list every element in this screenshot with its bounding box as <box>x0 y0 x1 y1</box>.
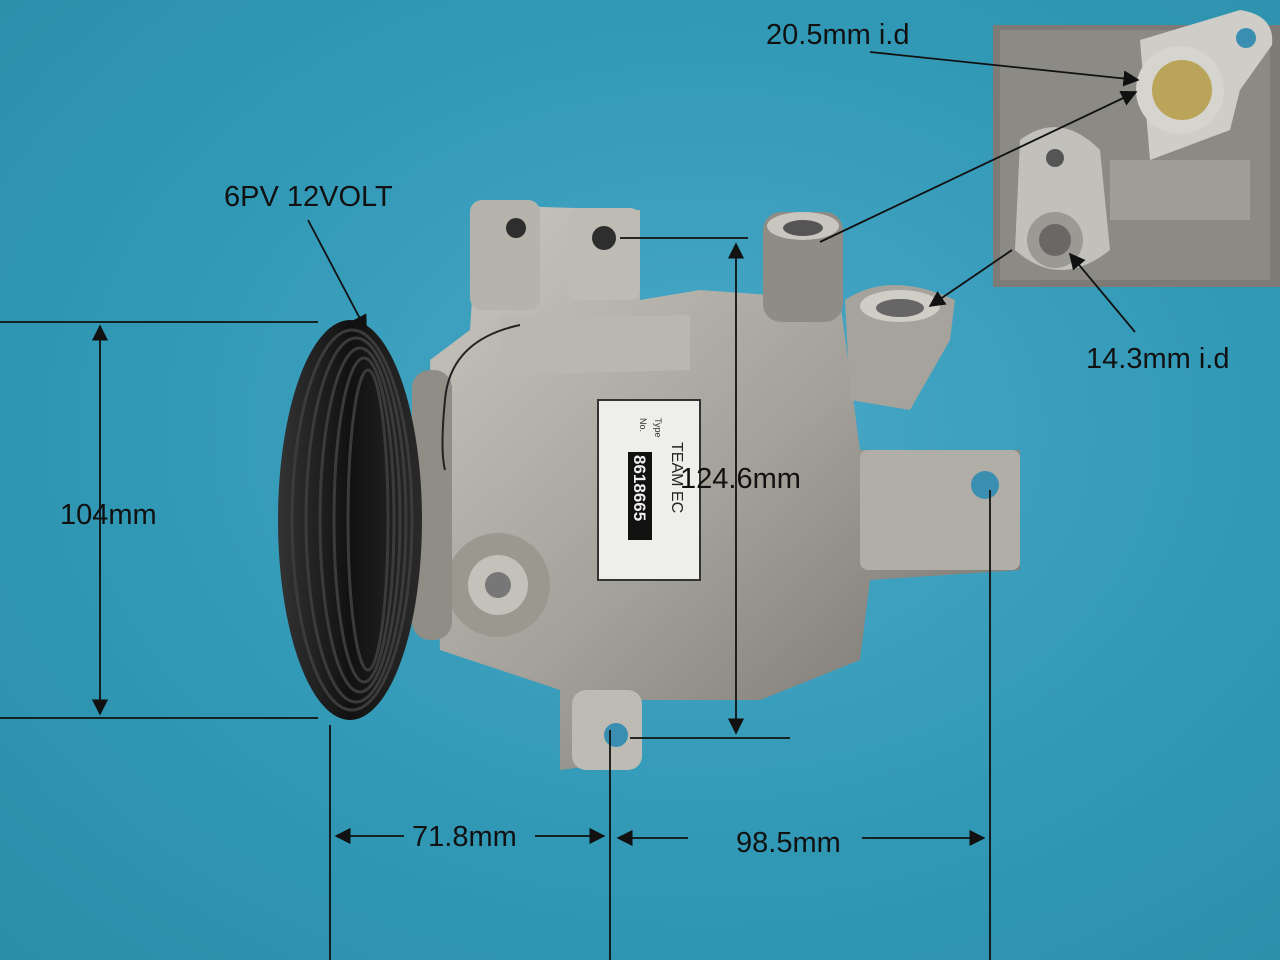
height-label: 124.6mm <box>680 463 801 495</box>
brand-text: TEAM EC <box>668 442 685 513</box>
suction-port-label: 20.5mm i.d <box>766 19 909 51</box>
mount-spacing-a-label: 71.8mm <box>412 821 517 853</box>
pulley <box>278 320 452 720</box>
discharge-port-label: 14.3mm i.d <box>1086 343 1229 375</box>
mount-spacing-b-label: 98.5mm <box>736 827 841 859</box>
wire <box>441 324 521 471</box>
type-label: Type <box>653 418 663 438</box>
part-number: 8618665 <box>630 455 649 521</box>
label-plate: 8618665 TEAM EC Type No. <box>597 399 701 581</box>
port-inset <box>993 10 1280 287</box>
dimension-lines <box>0 51 1140 960</box>
pulley-diameter-label: 104mm <box>60 499 157 531</box>
compressor-body <box>430 200 1020 770</box>
belt-spec-label: 6PV 12VOLT <box>224 181 393 213</box>
no-label: No. <box>638 418 648 432</box>
